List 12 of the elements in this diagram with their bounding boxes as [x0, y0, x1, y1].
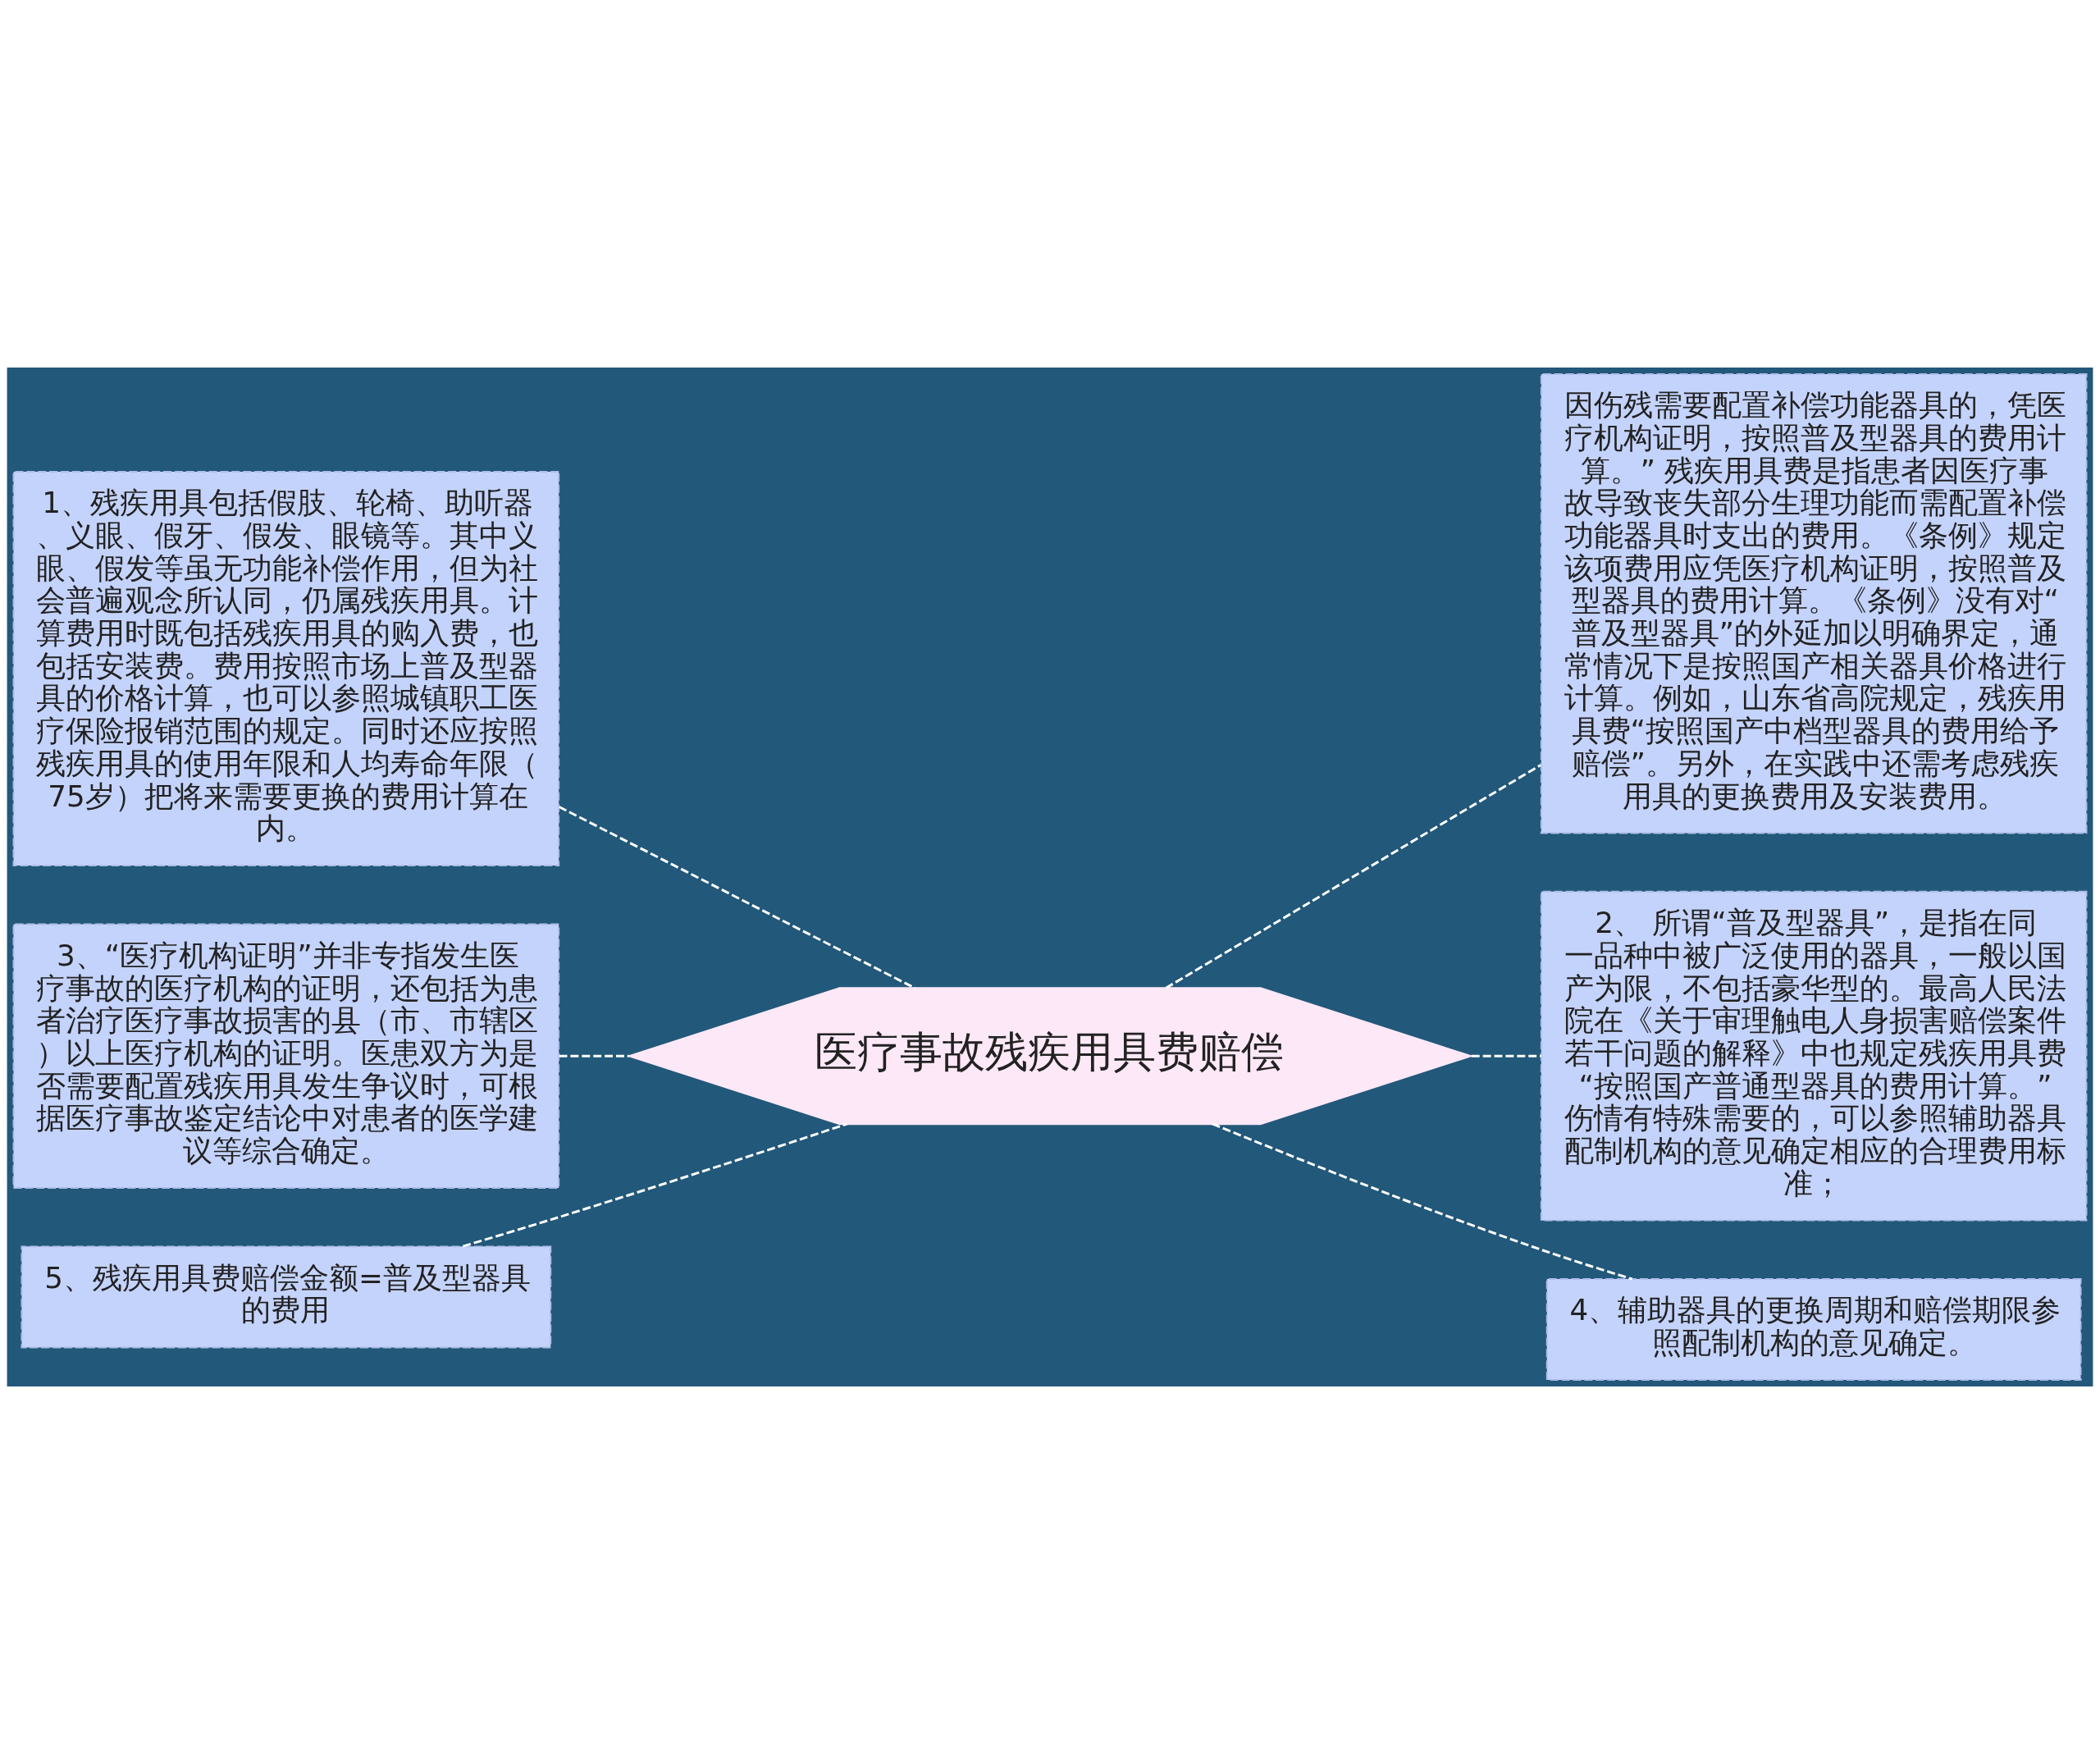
connector: [558, 806, 916, 989]
node-box: 2、 所谓“普及型器具”，是指在同一品种中被广泛使用的器具，一般以国产为限，不包括豪华型的。最高人民法院在《关于审理触电人身损害赔偿案件若干问题的解释》中也规定残疾用具费“按照国产普通型器具的费用计算。”伤情有特殊需要的，可以参照辅助器具配制机构的意见确定相应的合理费用标准；: [1540, 890, 2088, 1222]
node-box: 4、辅助器具的更换周期和赔偿期限参照配制机构的意见确定。: [1545, 1278, 2082, 1382]
node-box: 5、残疾用具费赔偿金额=普及型器具的费用: [21, 1245, 552, 1349]
connector: [1212, 1122, 1633, 1281]
connector: [559, 1054, 629, 1057]
node-box: 1、残疾用具包括假肢、轮椅、助听器、义眼、假牙、假发、眼镜等。其中义眼、假发等虽无功能补偿作用，但为社会普遍观念所认同，仍属残疾用具。计算费用时既包括残疾用具的购入费，也包括安装费。费用按照市场上普及型器具的价格计算，也可以参照城镇职工医疗保险报销范围的规定。同时还应按照残疾用具的使用年限和人均寿命年限（75岁）把将来需要更换的费用计算在内。: [12, 471, 560, 867]
node-box: 因伤残需要配置补偿功能器具的，凭医疗机构证明，按照普及型器具的费用计算。” 残疾用具费是指患者因医疗事故导致丧失部分生理功能而需配置补偿功能器具时支出的费用。《条例》规定该项费用应凭医疗机构证明，按照普及型器具的费用计算。《条例》没有对“普及型器具”的外延加以明确界定，通常情况下是按照国产相关器具价格进行计算。例如，山东省高院规定，残疾用具费“按照国产中档型器具的费用给予赔偿”。另外，在实践中还需考虑残疾用具的更换费用及安装费用。: [1540, 372, 2088, 834]
connector: [1165, 764, 1541, 989]
connector: [1471, 1054, 1541, 1057]
connector: [462, 1122, 847, 1248]
node-box: 3、“医疗机构证明”并非专指发生医疗事故的医疗机构的证明，还包括为患者治疗医疗事故损害的县（市、市辖区）以上医疗机构的证明。医患双方为是否需要配置残疾用具发生争议时，可根据医疗事故鉴定结论中对患者的医学建议等综合确定。: [12, 923, 560, 1189]
